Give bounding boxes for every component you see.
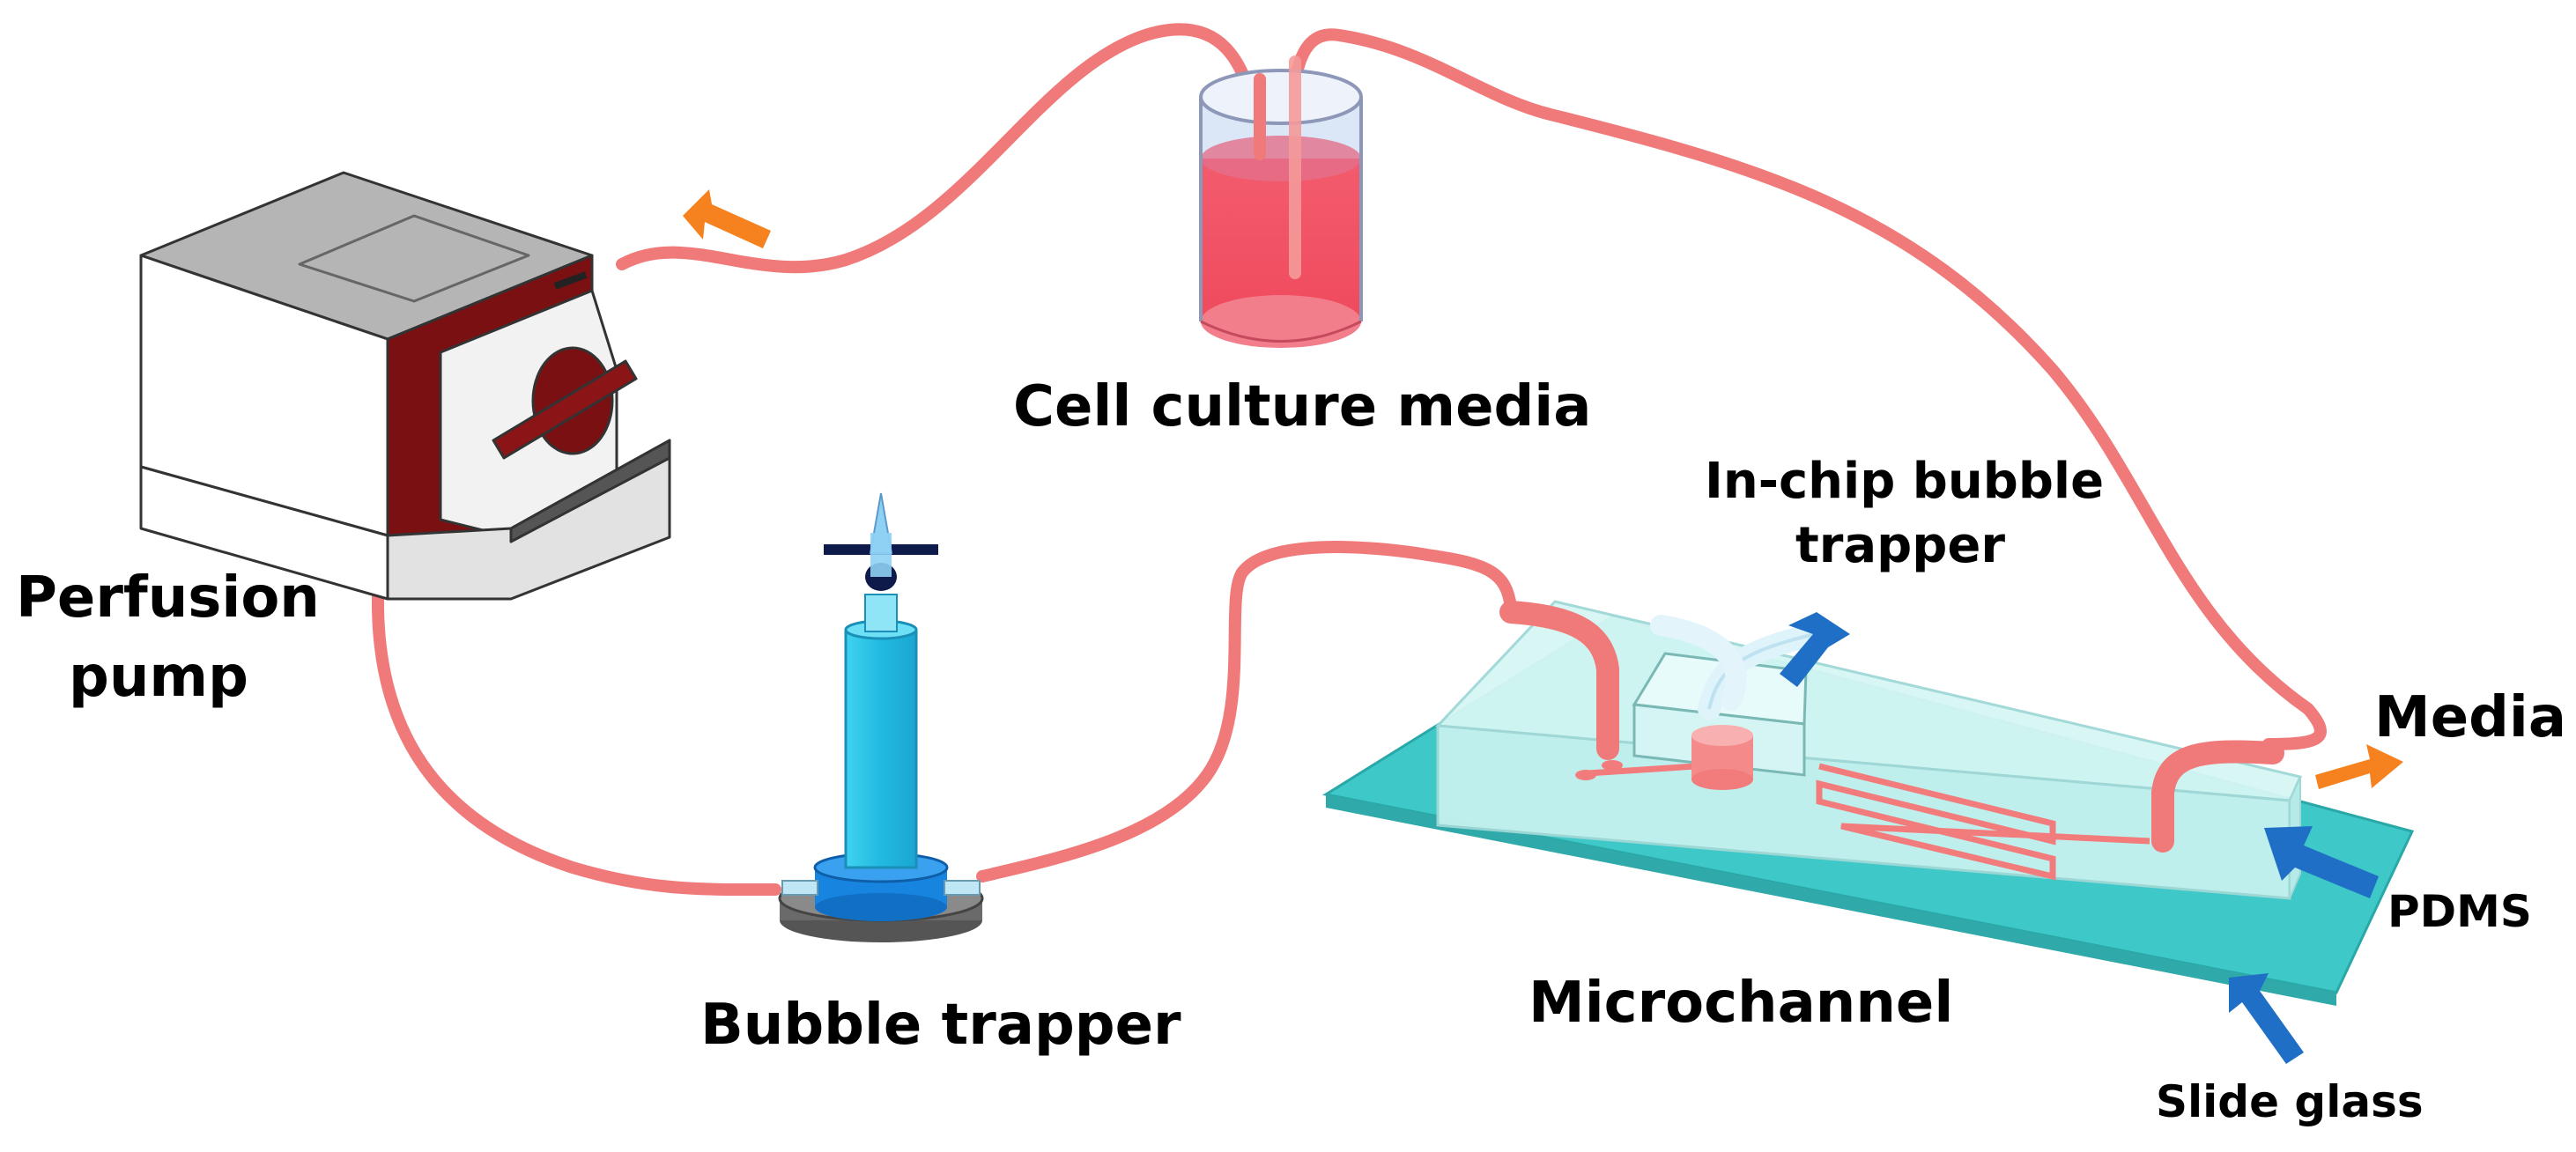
- media-reservoir: [1199, 55, 1363, 348]
- microchannel-serpentine: [1587, 763, 2150, 881]
- pointer-arrow-slide-glass: [2229, 973, 2304, 1064]
- chip-outlet-tube: [2151, 740, 2284, 853]
- in-chip-bubble-trapper-label-line2: trapper: [1795, 517, 2005, 574]
- perfusion-pump: [139, 171, 671, 601]
- chip-inlet-tube: [1499, 601, 1619, 760]
- pointer-arrow-pdms: [2264, 826, 2379, 898]
- microchannel-label: Microchannel: [1529, 971, 1953, 1036]
- flow-arrow-media-out: [2315, 744, 2403, 789]
- perfusion-pump-label-line2: pump: [69, 645, 248, 710]
- slide-glass-label: Slide glass: [2156, 1076, 2424, 1127]
- flow-arrow-pump: [683, 189, 771, 248]
- pointer-arrow-in-chip-trapper: [1780, 612, 1850, 687]
- perfusion-pump-label-line1: Perfusion: [16, 565, 320, 631]
- bubble-trapper: [778, 492, 984, 942]
- cell-culture-media-label: Cell culture media: [1013, 374, 1591, 439]
- media-label: Media: [2374, 685, 2566, 750]
- bubble-trapper-label: Bubble trapper: [700, 993, 1181, 1058]
- pdms-label: PDMS: [2387, 886, 2532, 937]
- in-chip-bubble-trapper-label-line1: In-chip bubble: [1705, 453, 2104, 510]
